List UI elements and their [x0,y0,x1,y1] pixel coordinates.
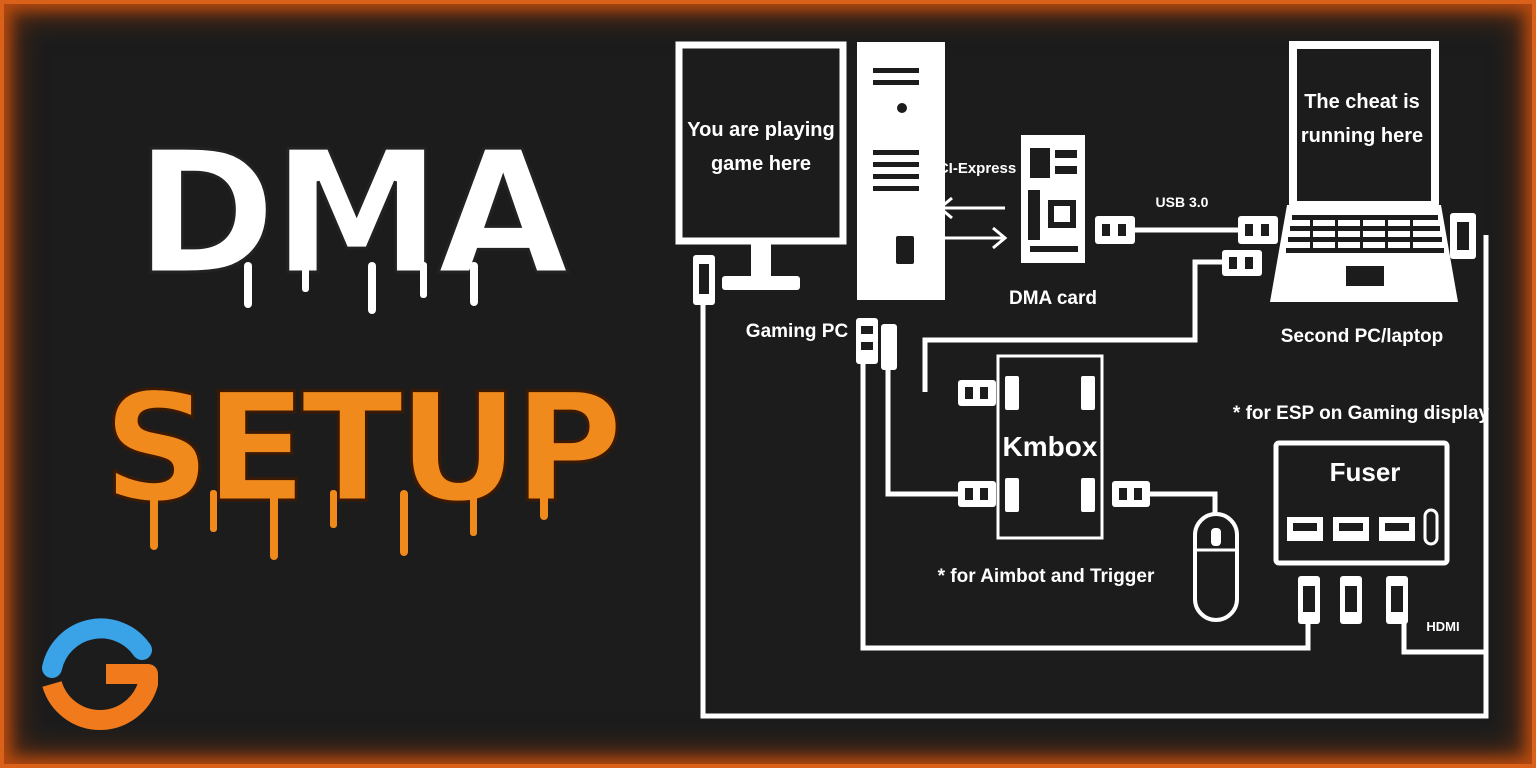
cable-monitor-loop [700,235,1489,719]
usb-plug-icon [1238,216,1278,244]
monitor-icon: You are playing game here [675,41,847,290]
usb-plug-icon [881,324,897,370]
usb-plug-icon [856,318,878,364]
laptop-icon: The cheat is running here [1270,41,1458,302]
cable-pc-to-kmbox [885,370,958,497]
usb-connector-slots [699,222,1469,500]
usb-plug-icon [1222,250,1262,276]
gaming-pc-label: Gaming PC [746,321,849,342]
fuser-label: Fuser [1330,457,1401,487]
title-line-1: DMA [135,115,568,313]
usb-plug-icon [958,380,996,406]
title-line-2: SETUP [103,362,618,536]
mouse-icon [1193,512,1239,622]
g-logo-icon [42,618,158,730]
usb-plug-icon [1095,216,1135,244]
power-port-icon [1423,508,1439,546]
dma-card-label: DMA card [1009,288,1097,309]
pci-arrows-icon [937,196,1008,250]
usb-plug-icon [958,481,996,507]
fuser-note: * for ESP on Gaming display [1233,403,1490,424]
dma-card-icon [1021,135,1085,263]
usb-label: USB 3.0 [1156,194,1209,210]
kmbox-note: * for Aimbot and Trigger [938,566,1155,587]
kmbox-label: Kmbox [1003,431,1098,462]
monitor-text-1: You are playing [687,119,834,141]
laptop-label: Second PC/laptop [1281,326,1444,347]
hdmi-label: HDMI [1426,619,1459,634]
fuser-icon [1273,440,1450,566]
pci-label: PCI-Express [928,160,1016,177]
title-group: DMA SETUP [101,114,625,560]
usb-plug-icon [1112,481,1150,507]
laptop-text-2: running here [1301,125,1423,147]
laptop-text-1: The cheat is [1304,91,1420,113]
cable-pc-to-fuser [860,360,1311,651]
pc-tower-icon [857,42,945,300]
cable-laptop-to-kmbox [922,259,1222,392]
white-drips [244,262,478,314]
orange-drips [150,490,548,560]
kmbox-icon [996,354,1104,540]
cable-kmbox-mouse [1150,491,1218,520]
cables [700,227,1489,719]
monitor-text-2: game here [711,153,811,175]
